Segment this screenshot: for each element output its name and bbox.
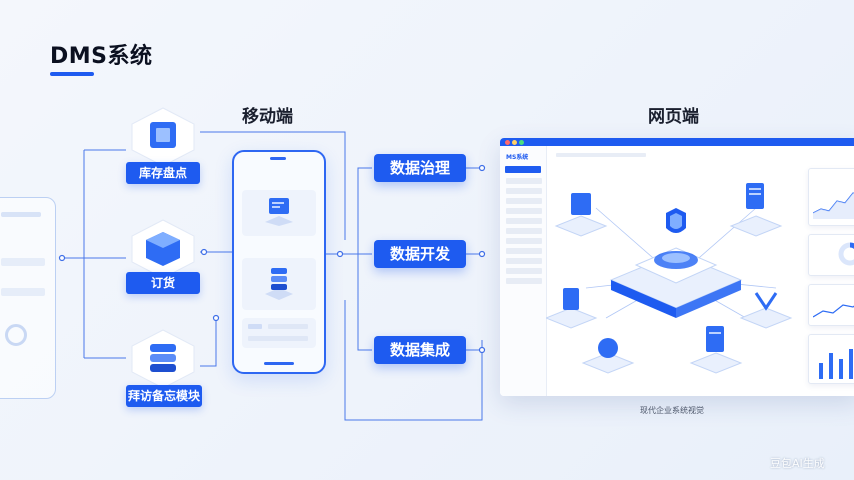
phone-card-top xyxy=(242,190,316,236)
phone-home-bar xyxy=(264,362,294,365)
phone-card-bottom xyxy=(242,318,316,348)
browser-sidebar xyxy=(500,146,547,396)
watermark: 豆包AI生成 xyxy=(770,457,825,470)
web-browser-mockup: MS系统 xyxy=(500,138,854,396)
window-maximize-dot[interactable] xyxy=(519,139,524,145)
web-caption: 现代企业系统视觉 xyxy=(640,406,704,415)
sidebar-item[interactable] xyxy=(506,208,542,214)
sidebar-active-item[interactable] xyxy=(505,166,541,173)
sidebar-item[interactable] xyxy=(506,178,542,184)
background-phone xyxy=(0,197,56,399)
bar-chart-panel xyxy=(808,334,854,384)
sidebar-item[interactable] xyxy=(506,238,542,244)
sidebar-item[interactable] xyxy=(506,188,542,194)
bar-chart-icon xyxy=(819,349,853,379)
box-cube-icon xyxy=(128,106,198,168)
stage-data-development[interactable]: 数据开发 xyxy=(374,240,466,268)
layers-icon xyxy=(265,268,293,300)
line-chart-panel xyxy=(808,168,854,226)
document-tile-icon xyxy=(265,198,293,226)
phone-notch xyxy=(270,157,286,160)
mobile-phone-mockup xyxy=(232,150,326,374)
browser-titlebar xyxy=(500,138,854,146)
sidebar-item[interactable] xyxy=(506,218,542,224)
line-chart-icon xyxy=(813,192,854,219)
section-title-mobile: 移动端 xyxy=(242,107,293,127)
page-title: DMS系统 xyxy=(50,44,153,69)
donut-chart-panel xyxy=(808,234,854,276)
window-close-dot[interactable] xyxy=(505,139,510,145)
stack-database-icon xyxy=(128,328,198,390)
window-minimize-dot[interactable] xyxy=(512,139,517,145)
donut-chart-icon xyxy=(838,242,854,266)
browser-toolbar xyxy=(556,153,646,157)
sidebar-item[interactable] xyxy=(506,248,542,254)
browser-app-logo: MS系统 xyxy=(506,154,529,161)
module-visit-memo[interactable]: 拜访备忘模块 xyxy=(126,385,202,407)
package-icon xyxy=(128,218,198,280)
stage-data-governance[interactable]: 数据治理 xyxy=(374,154,466,182)
sidebar-item[interactable] xyxy=(506,268,542,274)
phone-card-middle xyxy=(242,258,316,310)
sidebar-item[interactable] xyxy=(506,198,542,204)
sidebar-item[interactable] xyxy=(506,228,542,234)
stage-data-integration[interactable]: 数据集成 xyxy=(374,336,466,364)
module-ordering[interactable]: 订货 xyxy=(126,272,200,294)
module-inventory-check[interactable]: 库存盘点 xyxy=(126,162,200,184)
area-chart-icon xyxy=(813,304,854,318)
title-underline xyxy=(50,72,94,76)
sidebar-item[interactable] xyxy=(506,278,542,284)
section-title-web: 网页端 xyxy=(648,107,699,127)
isometric-platform-illustration xyxy=(546,183,793,374)
sidebar-item[interactable] xyxy=(506,258,542,264)
area-chart-panel xyxy=(808,284,854,326)
